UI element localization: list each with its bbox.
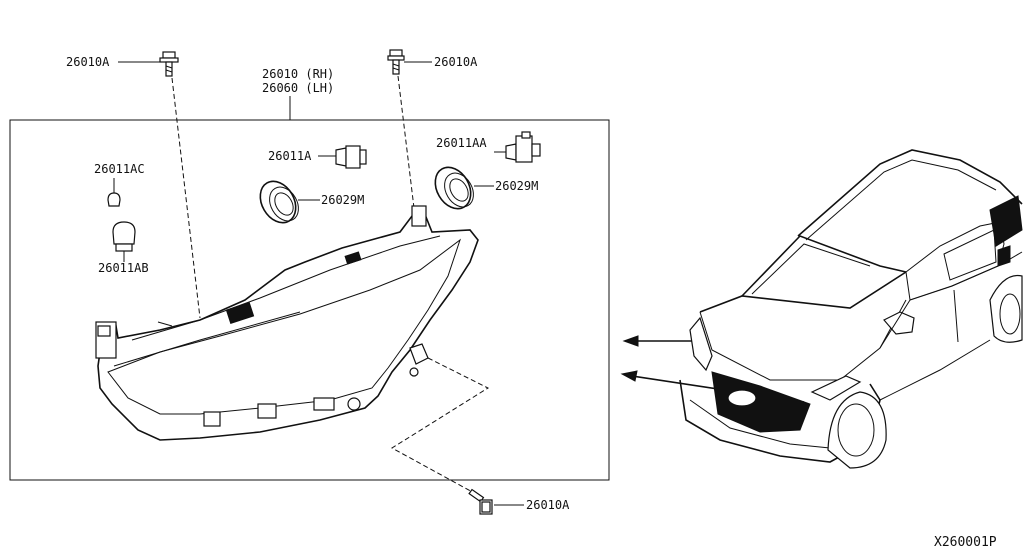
bolt-icon	[159, 51, 179, 77]
car-icon	[679, 149, 1023, 469]
arrow-icon	[622, 335, 694, 347]
bolt-top-right-label: 26010A	[434, 55, 478, 69]
seal-ring-icon	[434, 166, 474, 210]
bolt-icon	[468, 488, 493, 515]
bolt-bottom-label: 26010A	[526, 498, 570, 512]
bolt-top-right-guide	[397, 75, 415, 209]
bulb-a-label: 26011A	[268, 149, 312, 163]
bolt-icon	[387, 49, 405, 75]
assembly-label-lh: 26060 (LH)	[262, 81, 334, 95]
bulb-icon	[112, 221, 136, 252]
bolt-top-left-label: 26010A	[66, 55, 110, 69]
assembly-frame	[9, 119, 610, 481]
seal-ring-icon	[259, 180, 299, 224]
headlamp-assembly-icon	[95, 205, 479, 441]
bulb-ac-label: 26011AC	[94, 162, 145, 176]
assembly-label-rh: 26010 (RH)	[262, 67, 334, 81]
bolt-top-left-guide	[171, 77, 201, 319]
seal-left-label: 26029M	[321, 193, 364, 207]
bulb-icon	[505, 131, 541, 163]
diagram-code: X260001P	[934, 535, 997, 550]
bulb-aa-label: 26011AA	[436, 136, 487, 150]
bulb-icon	[335, 145, 367, 169]
bolt-bottom-guide	[391, 357, 490, 495]
seal-right-label: 26029M	[495, 179, 538, 193]
bulb-icon	[107, 192, 121, 207]
bulb-ab-label: 26011AB	[98, 261, 149, 275]
